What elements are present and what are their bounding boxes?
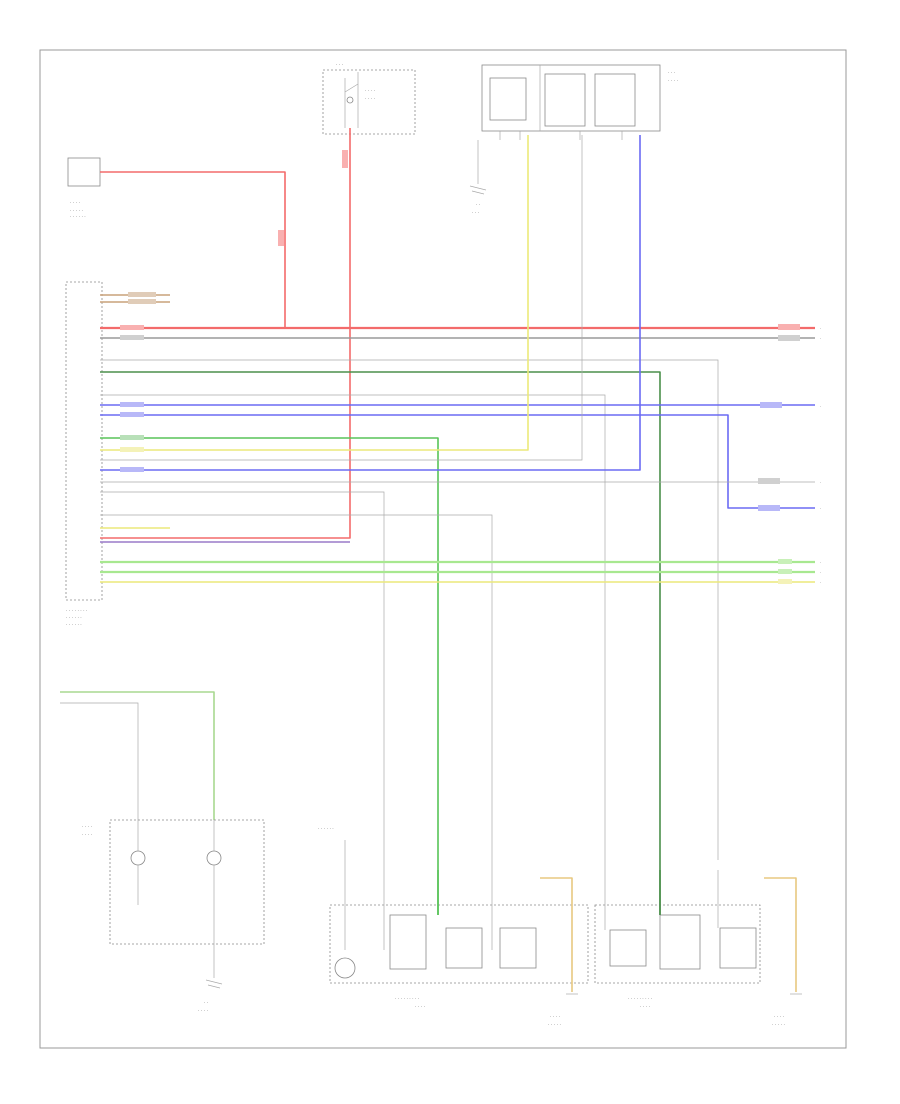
ground-symbol-lower-left: · · · · · · <box>198 944 223 1014</box>
svg-text:· · · ·: · · · · <box>415 1005 425 1010</box>
svg-text:· · · ·: · · · · <box>774 1015 784 1020</box>
svg-text:· · · ·: · · · · <box>550 1015 560 1020</box>
wire-red-sensor <box>100 171 286 328</box>
svg-text:· ·: · · <box>204 1001 208 1006</box>
svg-text:· · ·: · · · <box>668 71 675 76</box>
sensor-box-top-left: · · · · · · · · · · · · · · · <box>67 157 101 220</box>
svg-text:·: · <box>820 506 821 511</box>
control-module-connector: · · · · · · · · · · · · · · · · · · · · <box>65 281 103 628</box>
svg-text:· · · · ·: · · · · · <box>772 1023 785 1028</box>
svg-text:·: · <box>820 336 821 341</box>
svg-text:· · · · · ·: · · · · · · <box>70 215 86 220</box>
wire-lightgray-2 <box>100 394 606 870</box>
svg-text:·: · <box>820 326 821 331</box>
ground-right-1: · · · · · · · · · <box>540 877 578 1028</box>
svg-text:· · · ·: · · · · <box>70 201 80 206</box>
svg-text:· · · · · · · · ·: · · · · · · · · · <box>395 997 419 1002</box>
svg-text:· · · ·: · · · · <box>82 833 92 838</box>
fuse-block: · · · · · · · · · · · <box>322 63 416 135</box>
rear-module-block: · · · · · · · <box>481 64 678 140</box>
svg-text:· · · ·: · · · · <box>640 1005 650 1010</box>
svg-text:· · · ·: · · · · <box>198 1009 208 1014</box>
ground-symbol-top: · · · · · <box>469 140 487 216</box>
wire-blue-2 <box>100 414 815 509</box>
bus-labels <box>120 292 800 584</box>
wire-green-left <box>100 437 439 915</box>
wire-lightgray-5 <box>100 514 493 870</box>
svg-text:· · ·: · · · <box>336 63 343 68</box>
svg-text:·: · <box>820 560 821 565</box>
wire-red-fuse <box>100 128 351 539</box>
tail-lamp-right-assembly: · · · · · · · · · · · · · · · · · · · <box>318 827 589 1010</box>
svg-text:· · · · · · · · ·: · · · · · · · · · <box>628 997 652 1002</box>
ground-right-2: · · · · · · · · · <box>764 877 802 1028</box>
svg-text:· · ·: · · · <box>472 211 479 216</box>
left-lamp-assembly: · · · · · · · · <box>82 819 265 945</box>
svg-text:· · · · · ·: · · · · · · <box>66 616 82 621</box>
svg-text:· · · · ·: · · · · · <box>548 1023 561 1028</box>
svg-text:· · · · ·: · · · · · <box>70 209 83 214</box>
svg-text:· · · · · ·: · · · · · · <box>318 827 334 832</box>
svg-text:·: · <box>820 480 821 485</box>
wire-lightgray-3 <box>100 135 583 461</box>
wire-lightgray-4 <box>100 491 385 870</box>
svg-text:· · · ·: · · · · <box>365 89 375 94</box>
svg-text:· · · ·: · · · · <box>668 79 678 84</box>
wire-darkgreen-right <box>100 371 661 915</box>
svg-text:· · · ·: · · · · <box>365 97 375 102</box>
svg-text:· · · · · ·: · · · · · · <box>66 623 82 628</box>
wire-tag-red-fuse <box>342 150 348 168</box>
svg-text:·: · <box>820 404 821 409</box>
wire-gray-lower <box>60 702 139 820</box>
tail-lamp-left-assembly: · · · · · · · · · · · · · <box>594 870 761 1010</box>
svg-text:· · · ·: · · · · <box>82 825 92 830</box>
svg-text:·: · <box>820 570 821 575</box>
svg-text:· ·: · · <box>476 203 480 208</box>
svg-text:· · · · · · · ·: · · · · · · · · <box>66 609 87 614</box>
right-edge-pins: · · · · · · · · <box>820 326 821 585</box>
wire-blue-up <box>100 135 641 471</box>
wire-yellow-up <box>100 135 529 451</box>
svg-text:·: · <box>820 580 821 585</box>
wire-lightgray-1 <box>100 359 719 860</box>
wire-lightgreen-lower <box>60 691 215 820</box>
diagram-frame <box>39 49 847 1049</box>
wire-tag-red-vertical <box>278 230 284 246</box>
